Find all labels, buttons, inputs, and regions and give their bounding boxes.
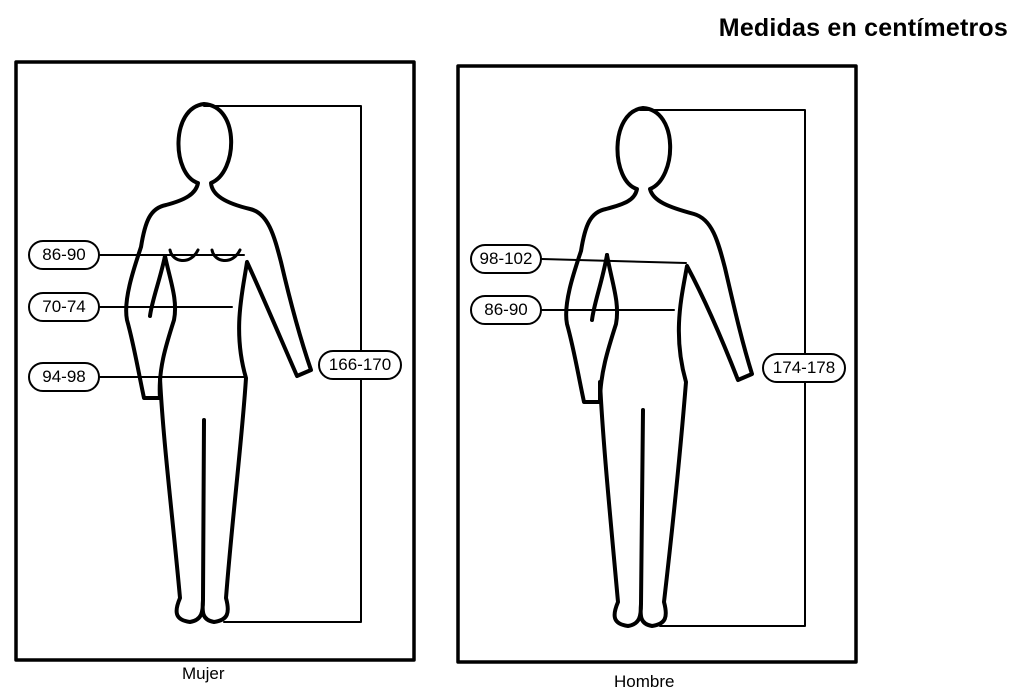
man-height-label: 174-178 bbox=[762, 353, 846, 383]
man-chest-line bbox=[541, 258, 687, 264]
man-arm-line bbox=[598, 253, 620, 404]
woman-bust-curves bbox=[168, 248, 242, 262]
man-panel bbox=[456, 64, 858, 664]
woman-bust-label: 86-90 bbox=[28, 240, 100, 270]
woman-arm-line bbox=[157, 254, 178, 400]
woman-arm-line-2 bbox=[148, 254, 167, 318]
man-arm-line-2 bbox=[590, 253, 609, 322]
woman-waist-label: 70-74 bbox=[28, 292, 100, 322]
man-silhouette bbox=[564, 106, 754, 628]
woman-caption: Mujer bbox=[182, 664, 225, 683]
woman-height-label: 166-170 bbox=[318, 350, 402, 380]
woman-silhouette bbox=[124, 102, 313, 624]
man-panel-frame bbox=[456, 64, 858, 664]
woman-hips-label: 94-98 bbox=[28, 362, 100, 392]
man-chest-label: 98-102 bbox=[470, 244, 542, 274]
woman-panel bbox=[14, 60, 416, 662]
man-waist-label: 86-90 bbox=[470, 295, 542, 325]
page-title: Medidas en centímetros bbox=[718, 14, 1008, 42]
man-caption: Hombre bbox=[614, 672, 675, 691]
woman-panel-frame bbox=[14, 60, 416, 662]
